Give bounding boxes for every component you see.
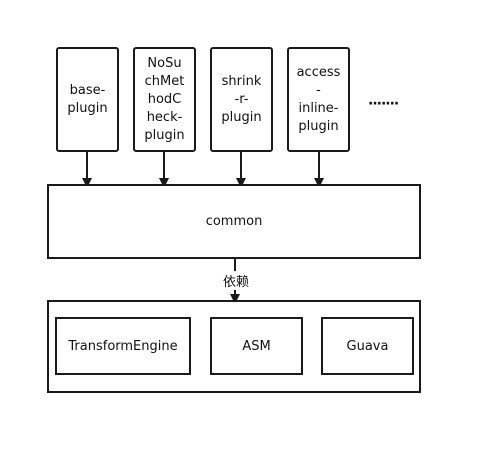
nosuchmethodcheck-plugin-label: NoSu chMet hodC heck- plugin (144, 55, 185, 143)
guava-box: Guava (321, 317, 414, 375)
nosuchmethodcheck-plugin-box: NoSu chMet hodC heck- plugin (133, 47, 196, 152)
common-box: common (47, 184, 421, 259)
guava-label: Guava (346, 338, 389, 354)
common-label: common (205, 214, 263, 229)
asm-box: ASM (210, 317, 303, 375)
asm-label: ASM (242, 338, 271, 354)
shrink-r-plugin-label: shrink -r- plugin (221, 73, 262, 125)
more-plugins-indicator: ······· (368, 96, 399, 112)
transformengine-label: TransformEngine (68, 338, 178, 354)
base-plugin-box: base- plugin (56, 47, 119, 152)
transformengine-box: TransformEngine (55, 317, 191, 375)
access-inline-plugin-box: access - inline- plugin (287, 47, 350, 152)
base-plugin-label: base- plugin (67, 82, 108, 116)
shrink-r-plugin-box: shrink -r- plugin (210, 47, 273, 152)
access-inline-plugin-label: access - inline- plugin (296, 64, 341, 134)
dependency-label: 依赖 (223, 271, 250, 290)
